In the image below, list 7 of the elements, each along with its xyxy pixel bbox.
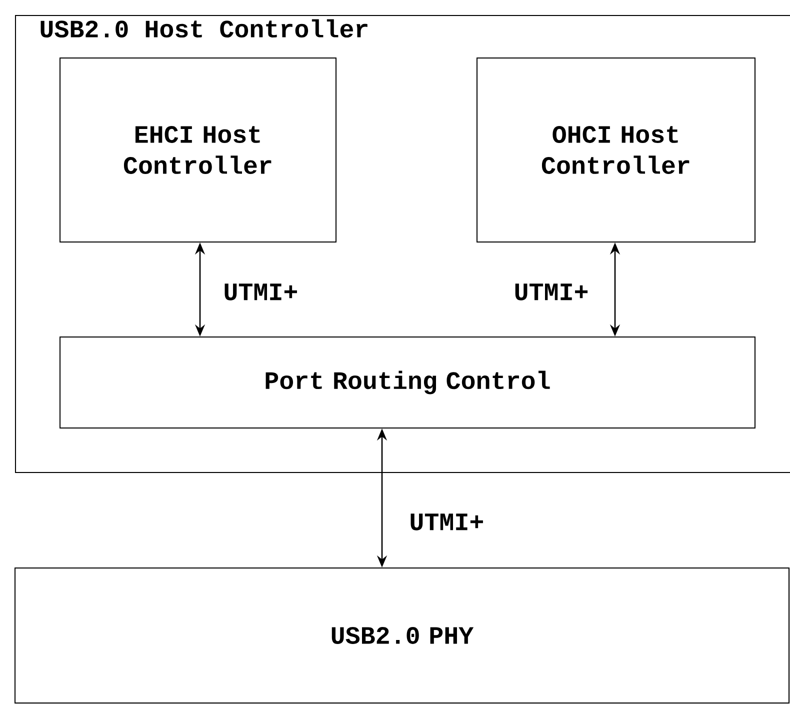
edge-label: UTMI+ bbox=[408, 512, 486, 532]
phy-box: USB2.0 PHY bbox=[14, 567, 790, 704]
edge-label: UTMI+ bbox=[222, 282, 300, 302]
controller-box: OHCI Host Controller bbox=[476, 58, 756, 242]
controller-box: EHCI Host Controller bbox=[60, 58, 336, 242]
edge-label: UTMI+ bbox=[512, 282, 590, 302]
routing-box: Port Routing Control bbox=[60, 336, 756, 428]
